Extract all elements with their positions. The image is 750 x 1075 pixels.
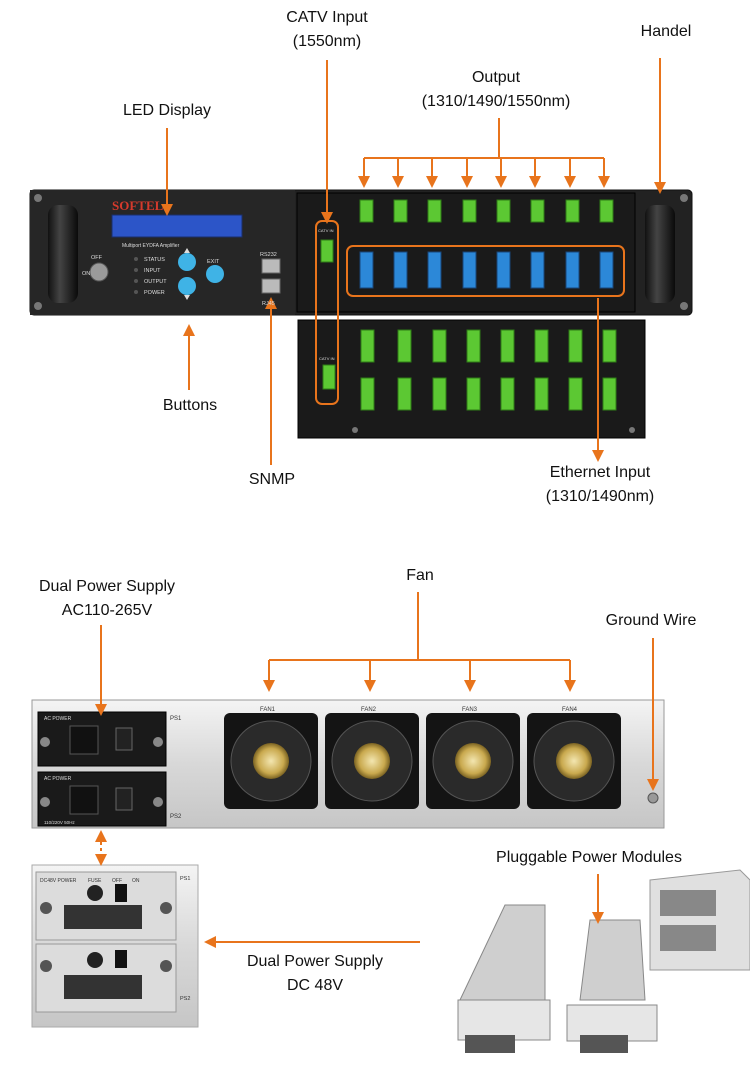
switch-off-label: OFF bbox=[91, 255, 103, 261]
ac-rating-label: 110/220V 50Hz bbox=[44, 820, 75, 825]
ps1-label: PS1 bbox=[170, 716, 182, 722]
dc-power-label: DC48V POWER bbox=[40, 878, 77, 884]
dc-ps2-label: PS2 bbox=[180, 996, 190, 1002]
pluggable-power-label: Pluggable Power Modules bbox=[496, 849, 682, 866]
catv-in-label: CATV IN bbox=[318, 228, 334, 233]
output-connectors bbox=[359, 199, 614, 223]
led-input-label: INPUT bbox=[144, 268, 161, 274]
ac-power-label-1: AC POWER bbox=[44, 716, 72, 722]
ac-range-value: AC110-265V bbox=[61, 602, 153, 619]
ac-power-module-1 bbox=[37, 711, 167, 767]
dual-power-ac-title: Dual Power Supply bbox=[38, 578, 176, 595]
left-handle bbox=[48, 205, 78, 303]
handel-label: Handel bbox=[640, 23, 692, 40]
pluggable-power-modules bbox=[457, 869, 750, 1053]
alt-connector-panel bbox=[297, 319, 646, 439]
dc-voltage-value: DC 48V bbox=[286, 977, 344, 994]
front-panel bbox=[29, 189, 693, 316]
ground-wire-label: Ground Wire bbox=[605, 612, 697, 629]
fan3-label: FAN3 bbox=[462, 707, 478, 713]
output-title: Output bbox=[471, 69, 521, 86]
ac-power-module-2 bbox=[37, 771, 167, 827]
ps2-label: PS2 bbox=[170, 814, 182, 820]
switch-on-label: ON bbox=[82, 271, 90, 277]
ethernet-input-label: Ethernet Input (1310/1490nm) bbox=[520, 461, 680, 509]
buttons-label: Buttons bbox=[162, 397, 218, 414]
alt-catv-in-label: CATV IN bbox=[319, 356, 335, 361]
ac-power-label-2: AC POWER bbox=[44, 776, 72, 782]
front-arrows bbox=[161, 58, 666, 465]
catv-input-wavelength: (1550nm) bbox=[292, 33, 362, 50]
ethernet-input-wavelengths: (1310/1490nm) bbox=[545, 488, 655, 505]
rj45-label: RJ45 bbox=[262, 301, 275, 307]
front-subtitle: Multiport EYDFA Amplifier bbox=[122, 243, 180, 249]
led-display-label: LED Display bbox=[122, 102, 212, 119]
snmp-label: SNMP bbox=[248, 471, 296, 488]
rear-panel bbox=[31, 699, 665, 829]
up-button bbox=[178, 253, 196, 271]
brand-logo: SOFTEL bbox=[112, 198, 164, 213]
dc-off-label: OFF bbox=[112, 878, 122, 884]
catv-input-title: CATV Input bbox=[286, 9, 368, 26]
fan4-label: FAN4 bbox=[562, 707, 578, 713]
device-lettering: SOFTEL Multiport EYDFA Amplifier OFF ON … bbox=[40, 198, 578, 1002]
down-button bbox=[178, 277, 196, 295]
fan2-label: FAN2 bbox=[361, 707, 377, 713]
ethernet-highlight bbox=[346, 245, 625, 297]
exit-label: EXIT bbox=[207, 259, 220, 265]
fan-3 bbox=[426, 713, 520, 809]
fan-4 bbox=[527, 713, 621, 809]
rear-arrows bbox=[95, 592, 659, 948]
ethernet-input-title: Ethernet Input bbox=[549, 464, 651, 481]
exit-button bbox=[206, 265, 224, 283]
catv-input-label: CATV Input (1550nm) bbox=[267, 6, 387, 54]
dc-on-label: ON bbox=[132, 878, 140, 884]
status-leds bbox=[134, 257, 138, 294]
rj45-port bbox=[261, 278, 281, 294]
led-status-label: STATUS bbox=[144, 257, 165, 263]
right-handle bbox=[645, 205, 675, 303]
output-label: Output (1310/1490/1550nm) bbox=[396, 66, 596, 114]
dual-power-dc-label: Dual Power Supply DC 48V bbox=[230, 950, 400, 998]
dc-power-panel bbox=[31, 864, 199, 1028]
fan-2 bbox=[325, 713, 419, 809]
ethernet-connectors bbox=[359, 251, 614, 289]
dual-power-dc-title: Dual Power Supply bbox=[246, 953, 384, 970]
lcd-display bbox=[111, 214, 243, 238]
fan1-label: FAN1 bbox=[260, 707, 276, 713]
fan-1 bbox=[224, 713, 318, 809]
alt-catv-in-connector bbox=[322, 364, 336, 390]
fan-label: Fan bbox=[406, 567, 434, 584]
catv-in-connector bbox=[320, 239, 334, 263]
rs232-port bbox=[261, 258, 281, 274]
fuse-label: FUSE bbox=[88, 878, 102, 884]
rs232-label: RS232 bbox=[260, 252, 277, 258]
output-wavelengths: (1310/1490/1550nm) bbox=[421, 93, 571, 110]
dc-ps1-label: PS1 bbox=[180, 876, 190, 882]
led-output-label: OUTPUT bbox=[144, 279, 167, 285]
ground-screw bbox=[647, 792, 659, 804]
led-power-label: POWER bbox=[144, 290, 165, 296]
dual-power-ac-label: Dual Power Supply AC110-265V bbox=[22, 575, 192, 623]
key-switch bbox=[89, 262, 109, 282]
